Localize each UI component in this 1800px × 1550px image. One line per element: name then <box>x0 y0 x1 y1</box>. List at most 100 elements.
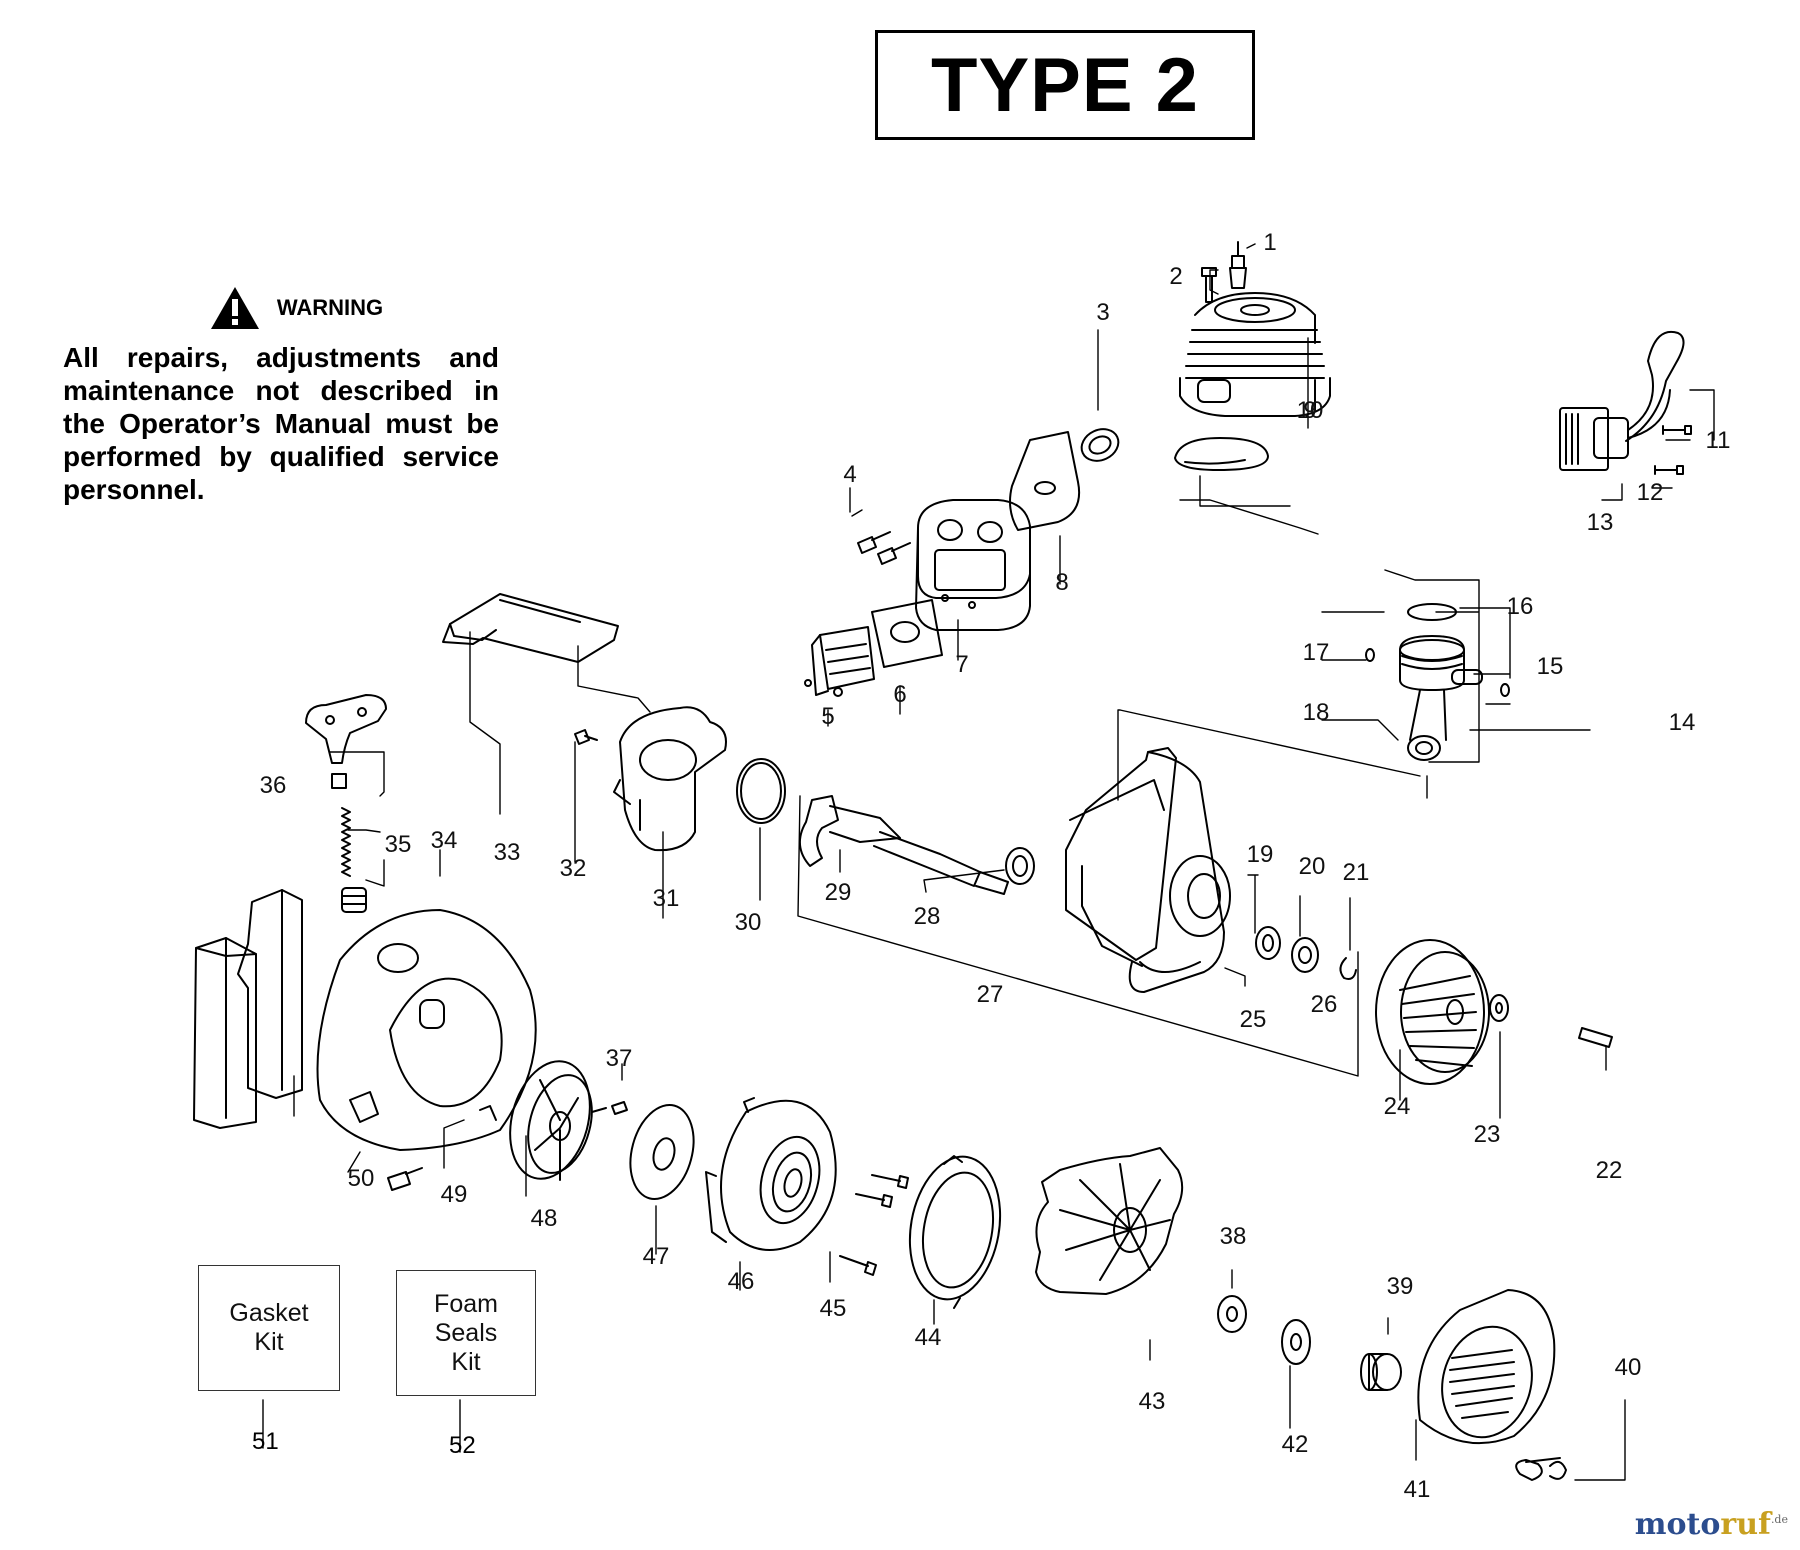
flywheel-part <box>1375 939 1490 1085</box>
washer-41-part <box>1281 1319 1311 1365</box>
washer-46-part <box>629 1103 695 1201</box>
part-label-7: 7 <box>955 651 968 678</box>
spark-plug-part <box>1229 241 1247 289</box>
part-label-43: 43 <box>1139 1388 1166 1415</box>
watermark-suffix: .de <box>1770 1513 1788 1526</box>
part-label-44: 44 <box>915 1324 942 1351</box>
part-label-47: 47 <box>643 1243 670 1270</box>
spring-nut-part <box>341 887 367 913</box>
gasket-kit-line-2: Kit <box>254 1328 284 1356</box>
part-label-25: 25 <box>1240 1006 1267 1033</box>
fan-cover-part <box>908 1155 1002 1309</box>
part-label-2: 2 <box>1169 263 1182 290</box>
intake-boot-part <box>1080 428 1120 462</box>
fan-guard-part <box>1417 1289 1556 1445</box>
starter-handle-part <box>305 694 387 789</box>
part-label-36: 36 <box>260 772 287 799</box>
part-label-49: 49 <box>441 1181 468 1208</box>
part-label-40: 40 <box>1615 1354 1642 1381</box>
part-label-29: 29 <box>825 879 852 906</box>
impeller-nut-part <box>1217 1295 1247 1333</box>
starter-pulley-part <box>509 1060 593 1181</box>
foam-kit-line-3: Kit <box>451 1347 481 1376</box>
rewind-starter-part <box>705 1097 837 1251</box>
part-label-39: 39 <box>1387 1273 1414 1300</box>
kit-number-51: 51 <box>252 1428 279 1455</box>
ignition-screw-part <box>1654 425 1692 475</box>
part-label-10: 10 <box>1297 397 1324 424</box>
o-ring-part <box>736 758 786 824</box>
type-title: TYPE 2 <box>931 42 1199 128</box>
muffler-screws-part <box>857 531 911 565</box>
warning-label: WARNING <box>276 295 384 320</box>
piston-assembly-part <box>1365 603 1510 761</box>
cylinder-gasket-part <box>1174 437 1269 471</box>
crankshaft-part <box>799 795 1009 895</box>
dowel-pin-part <box>1578 1027 1613 1048</box>
warning-notice: WARNING All repairs, adjustments and mai… <box>63 285 499 506</box>
blower-housing-part <box>316 909 537 1151</box>
adapter-screw-part <box>574 729 598 745</box>
part-label-16: 16 <box>1507 593 1534 620</box>
part-label-37: 37 <box>606 1045 633 1072</box>
leader-lines <box>262 243 1715 1481</box>
watermark-accent: ruf <box>1720 1507 1771 1542</box>
part-label-42: 42 <box>1282 1431 1309 1458</box>
spark-arrestor-part <box>804 626 875 697</box>
watermark-main: moto <box>1634 1507 1721 1542</box>
crank-seal-part <box>1005 847 1035 885</box>
part-label-46: 46 <box>728 1268 755 1295</box>
part-label-45: 45 <box>820 1295 847 1322</box>
warning-triangle-icon <box>210 287 259 329</box>
crankcase-part <box>1065 747 1231 993</box>
part-label-38: 38 <box>1220 1223 1247 1250</box>
retaining-clip-part <box>1515 1457 1567 1481</box>
part-label-19: 19 <box>1247 841 1274 868</box>
pulley-screw-part <box>591 1101 628 1115</box>
part-label-9: 9 <box>1303 397 1316 424</box>
part-label-24: 24 <box>1384 1093 1411 1120</box>
part-label-48: 48 <box>531 1205 558 1232</box>
bushing-part <box>1360 1353 1402 1391</box>
muffler-part <box>915 499 1031 631</box>
part-label-22: 22 <box>1596 1157 1623 1184</box>
part-label-12: 12 <box>1637 479 1664 506</box>
part-label-8: 8 <box>1055 569 1068 596</box>
kit-number-52: 52 <box>449 1432 476 1459</box>
part-label-4: 4 <box>843 461 856 488</box>
housing-screw-part <box>387 1167 423 1191</box>
cylinder-screw-part <box>1201 267 1217 303</box>
watermark-logo: motoruf.de <box>1635 1507 1788 1542</box>
part-label-17: 17 <box>1303 639 1330 666</box>
foam-kit-line-1: Foam <box>434 1289 498 1318</box>
flywheel-washer-part <box>1489 994 1509 1022</box>
starter-screws-part <box>839 1174 909 1276</box>
part-label-3: 3 <box>1096 299 1109 326</box>
part-label-14: 14 <box>1669 709 1696 736</box>
part-label-32: 32 <box>560 855 587 882</box>
spring-part <box>341 807 351 877</box>
part-label-21: 21 <box>1343 859 1370 886</box>
part-label-15: 15 <box>1537 653 1564 680</box>
part-label-6: 6 <box>893 681 906 708</box>
gasket-kit-line-1: Gasket <box>229 1299 309 1327</box>
warning-header: WARNING <box>93 285 499 331</box>
part-label-27: 27 <box>977 981 1004 1008</box>
cylinder-part <box>1179 292 1331 417</box>
part-label-5: 5 <box>821 703 834 730</box>
ignition-module-part <box>1559 330 1685 471</box>
bearing-19-part <box>1255 926 1281 960</box>
part-label-30: 30 <box>735 909 762 936</box>
impeller-part <box>1035 1147 1184 1295</box>
type-title-box: TYPE 2 <box>875 30 1255 140</box>
part-label-23: 23 <box>1474 1121 1501 1148</box>
carburetor-adapter-part <box>613 706 727 852</box>
muffler-gasket-part <box>871 599 943 668</box>
heat-shield-part <box>1009 431 1080 531</box>
air-filter-foam-part <box>442 593 619 663</box>
part-label-20: 20 <box>1299 853 1326 880</box>
foam-seals-part <box>193 889 303 1129</box>
